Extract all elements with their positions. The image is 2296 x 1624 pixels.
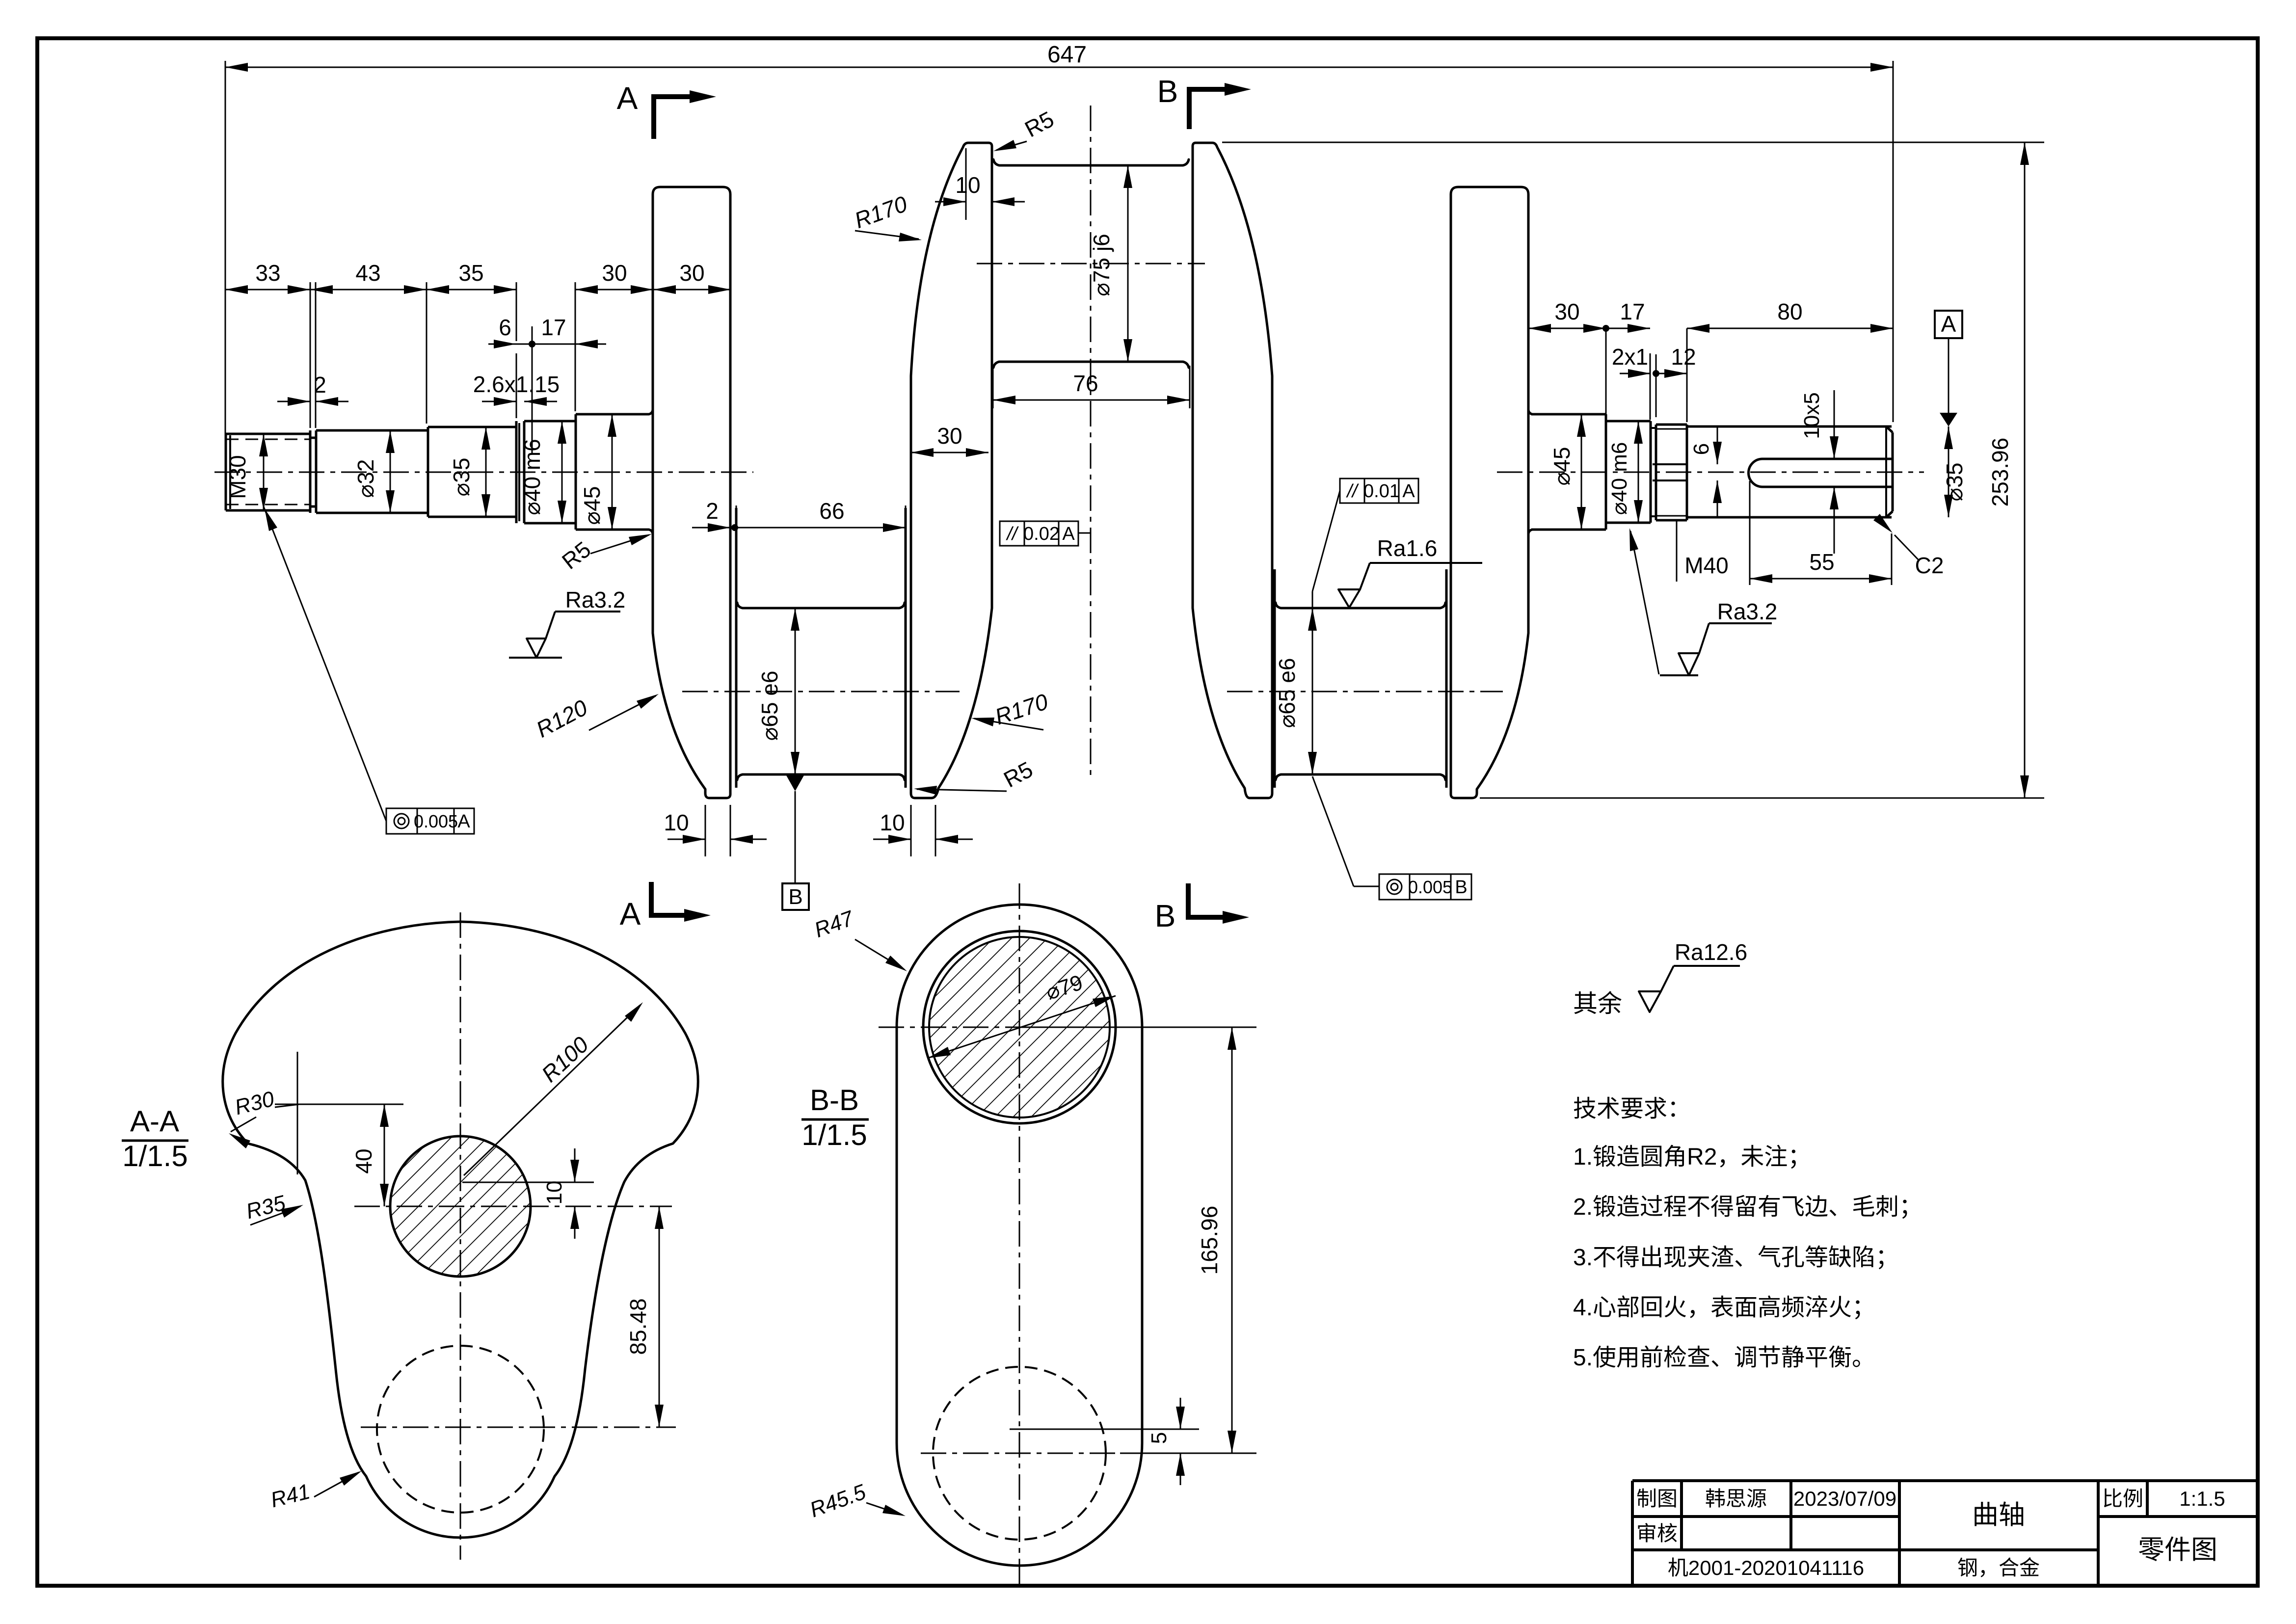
svg-text:2: 2	[706, 498, 719, 524]
svg-text:A: A	[1941, 311, 1956, 337]
svg-text:253.96: 253.96	[1987, 438, 2013, 507]
svg-text:B: B	[1155, 898, 1176, 933]
svg-text:曲轴: 曲轴	[1972, 1500, 2025, 1530]
svg-text:17: 17	[541, 315, 566, 340]
svg-text:C2: C2	[1915, 553, 1944, 578]
svg-text:B-B: B-B	[810, 1084, 859, 1117]
svg-text:2.锻造过程不得留有飞边、毛刺；: 2.锻造过程不得留有飞边、毛刺；	[1573, 1194, 1922, 1220]
svg-text:钢，合金: 钢，合金	[1957, 1556, 2040, 1579]
svg-text:0.01: 0.01	[1363, 481, 1400, 502]
svg-text:比例: 比例	[2102, 1487, 2143, 1510]
svg-text:A: A	[617, 80, 638, 116]
svg-text:Ra12.6: Ra12.6	[1675, 939, 1747, 965]
svg-text:制图: 制图	[1636, 1487, 1678, 1510]
svg-text:⌀65 e6: ⌀65 e6	[1274, 658, 1300, 728]
svg-text:Ra3.2: Ra3.2	[1717, 599, 1778, 624]
svg-text:Ra3.2: Ra3.2	[565, 587, 626, 612]
svg-text:技术要求：: 技术要求：	[1573, 1096, 1691, 1122]
svg-text:2.6x1.15: 2.6x1.15	[473, 372, 560, 397]
svg-text:1/1.5: 1/1.5	[801, 1118, 867, 1151]
svg-text:⌀35: ⌀35	[449, 458, 474, 497]
svg-text:0.02: 0.02	[1023, 524, 1060, 544]
svg-text://: //	[1345, 481, 1359, 502]
svg-text:5.使用前检查、调节静平衡。: 5.使用前检查、调节静平衡。	[1573, 1345, 1875, 1371]
svg-text:⌀40 m6: ⌀40 m6	[1607, 442, 1631, 515]
svg-text:40: 40	[351, 1148, 376, 1173]
svg-text:35: 35	[458, 260, 483, 286]
svg-text:85.48: 85.48	[625, 1298, 651, 1355]
svg-text:33: 33	[255, 260, 280, 286]
svg-text:机2001-20201041116: 机2001-20201041116	[1668, 1556, 1864, 1579]
svg-text:3.不得出现夹渣、气孔等缺陷；: 3.不得出现夹渣、气孔等缺陷；	[1573, 1245, 1899, 1271]
svg-text:43: 43	[355, 260, 380, 286]
svg-text:17: 17	[1620, 299, 1645, 324]
svg-text:⌀35: ⌀35	[1942, 463, 1967, 502]
svg-text:B: B	[788, 885, 802, 909]
svg-text:30: 30	[937, 423, 962, 449]
svg-text:B: B	[1157, 74, 1178, 109]
svg-text:1.锻造圆角R2，未注；: 1.锻造圆角R2，未注；	[1573, 1144, 1811, 1170]
svg-text:165.96: 165.96	[1197, 1206, 1222, 1275]
svg-text:⌀40 m6: ⌀40 m6	[519, 439, 545, 515]
svg-text:M30: M30	[225, 455, 250, 499]
svg-text:M40: M40	[1684, 553, 1728, 578]
svg-text://: //	[1005, 524, 1019, 544]
svg-text:10: 10	[955, 172, 980, 198]
svg-text:30: 30	[1554, 299, 1579, 324]
svg-text:Ra1.6: Ra1.6	[1377, 535, 1438, 561]
svg-text:10: 10	[542, 1181, 566, 1205]
svg-text:其余: 其余	[1573, 990, 1622, 1017]
svg-text:审核: 审核	[1636, 1522, 1678, 1545]
svg-text:⌀32: ⌀32	[353, 459, 378, 498]
svg-text:76: 76	[1073, 371, 1098, 396]
svg-text:2x1: 2x1	[1612, 344, 1648, 370]
svg-text:6: 6	[499, 315, 511, 340]
svg-text:10: 10	[664, 810, 689, 835]
svg-text:1:1.5: 1:1.5	[2179, 1487, 2225, 1510]
svg-text:⌀65 e6: ⌀65 e6	[757, 671, 782, 741]
svg-text:⌀75 j6: ⌀75 j6	[1089, 234, 1114, 296]
svg-text:647: 647	[1047, 42, 1087, 68]
svg-text:0.005: 0.005	[414, 811, 458, 831]
svg-text:6: 6	[1689, 443, 1713, 455]
svg-text:4.心部回火，表面高频淬火；: 4.心部回火，表面高频淬火；	[1573, 1295, 1875, 1321]
svg-text:韩思源: 韩思源	[1705, 1487, 1767, 1510]
svg-text:66: 66	[819, 498, 844, 524]
svg-text:2023/07/09: 2023/07/09	[1793, 1487, 1896, 1510]
svg-text:A: A	[620, 896, 641, 932]
svg-text:0.005: 0.005	[1408, 877, 1452, 897]
svg-text:1/1.5: 1/1.5	[122, 1140, 187, 1172]
svg-text:5: 5	[1147, 1432, 1171, 1444]
svg-text:30: 30	[679, 260, 704, 286]
svg-text:⌀45: ⌀45	[579, 486, 605, 525]
svg-text:A: A	[1062, 524, 1075, 544]
svg-text:A: A	[457, 811, 470, 832]
svg-text:55: 55	[1809, 549, 1834, 575]
svg-text:A: A	[1402, 481, 1415, 502]
svg-text:A-A: A-A	[130, 1105, 179, 1138]
svg-text:零件图: 零件图	[2138, 1535, 2217, 1565]
svg-text:80: 80	[1777, 299, 1802, 324]
svg-text:10x5: 10x5	[1800, 392, 1824, 439]
svg-text:B: B	[1455, 877, 1467, 898]
svg-text:30: 30	[602, 260, 627, 286]
svg-text:2: 2	[314, 372, 326, 398]
svg-text:10: 10	[880, 810, 905, 835]
svg-text:12: 12	[1671, 344, 1696, 370]
svg-text:⌀45: ⌀45	[1549, 447, 1575, 486]
